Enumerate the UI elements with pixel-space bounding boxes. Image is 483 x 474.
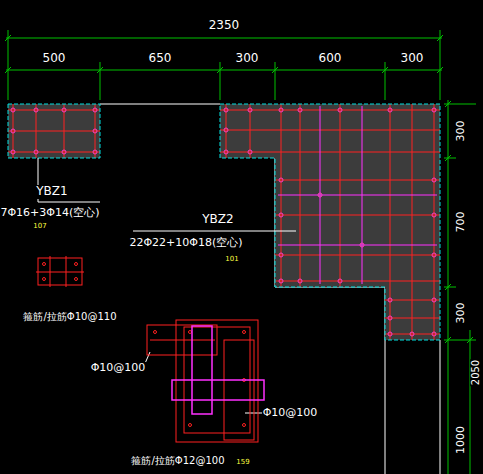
ybz2-section: [220, 104, 440, 340]
stirrup-detail-large: [147, 320, 258, 442]
dimension-text: 2350: [208, 19, 241, 32]
ybz2-outline: [220, 104, 440, 340]
ybz2-ties: [278, 106, 437, 284]
column-name: YBZ1: [35, 185, 68, 198]
stirrup-note: 箍筋/拉筋Φ10@110: [22, 311, 117, 322]
ybz2-rebar: [220, 104, 440, 340]
ybz1-section: [8, 104, 100, 158]
dimension-text: 300: [455, 120, 467, 143]
dimension-text: 2050: [470, 358, 481, 385]
stirrup-note: Φ10@100: [90, 362, 147, 374]
dimension-text: 500: [42, 52, 67, 65]
leader-lines: [38, 158, 296, 413]
ybz2-bars: [224, 108, 436, 336]
tie-detail: [172, 326, 264, 414]
ybz1-outline: [8, 104, 100, 158]
ybz1-rebar: [8, 104, 100, 158]
dimension-lines: [5, 30, 476, 474]
callout-number: 101: [224, 256, 239, 264]
column-name: YBZ2: [201, 213, 234, 226]
reinforcement-note: 7Φ16+3Φ14(空心): [0, 207, 101, 219]
callout-number: 107: [32, 223, 47, 231]
dimension-text: 300: [455, 302, 467, 325]
wall-outline: [100, 104, 440, 474]
dimension-text: 700: [455, 211, 467, 234]
dimension-text: 600: [318, 52, 343, 65]
dimension-text: 300: [400, 52, 425, 65]
dimension-text: 1000: [455, 425, 467, 455]
callout-number: 159: [235, 459, 250, 467]
reinforcement-note: 22Φ22+10Φ18(空心): [128, 237, 243, 249]
dimension-text: 300: [235, 52, 260, 65]
dimension-text: 650: [148, 52, 173, 65]
stirrup-note: Φ10@100: [262, 407, 319, 419]
stirrup-detail-small: [36, 256, 84, 287]
stirrup-note: 箍筋/拉筋Φ12@100: [130, 455, 225, 466]
ybz1-bars: [11, 108, 97, 154]
